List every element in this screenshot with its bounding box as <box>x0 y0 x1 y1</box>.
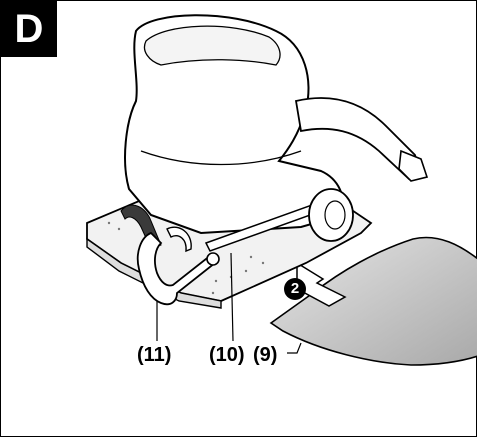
housing-top-grip <box>143 25 281 66</box>
housing-seam <box>140 150 302 166</box>
callout-10: (10) <box>209 344 245 366</box>
dust-nozzle-tip <box>398 149 429 182</box>
step-2-badge: 2 <box>284 278 306 300</box>
sander-body <box>124 14 345 235</box>
lever-hook <box>166 226 192 253</box>
lever-pivot <box>206 252 220 266</box>
sanding-sheet <box>269 236 477 366</box>
leader-line-9 <box>287 342 302 354</box>
callout-9: (9) <box>253 344 278 366</box>
front-knob <box>308 188 354 242</box>
panel-label: D <box>1 1 57 57</box>
clamping-lever <box>136 231 217 306</box>
leader-line-10 <box>230 252 234 342</box>
callout-11: (11) <box>137 344 172 366</box>
